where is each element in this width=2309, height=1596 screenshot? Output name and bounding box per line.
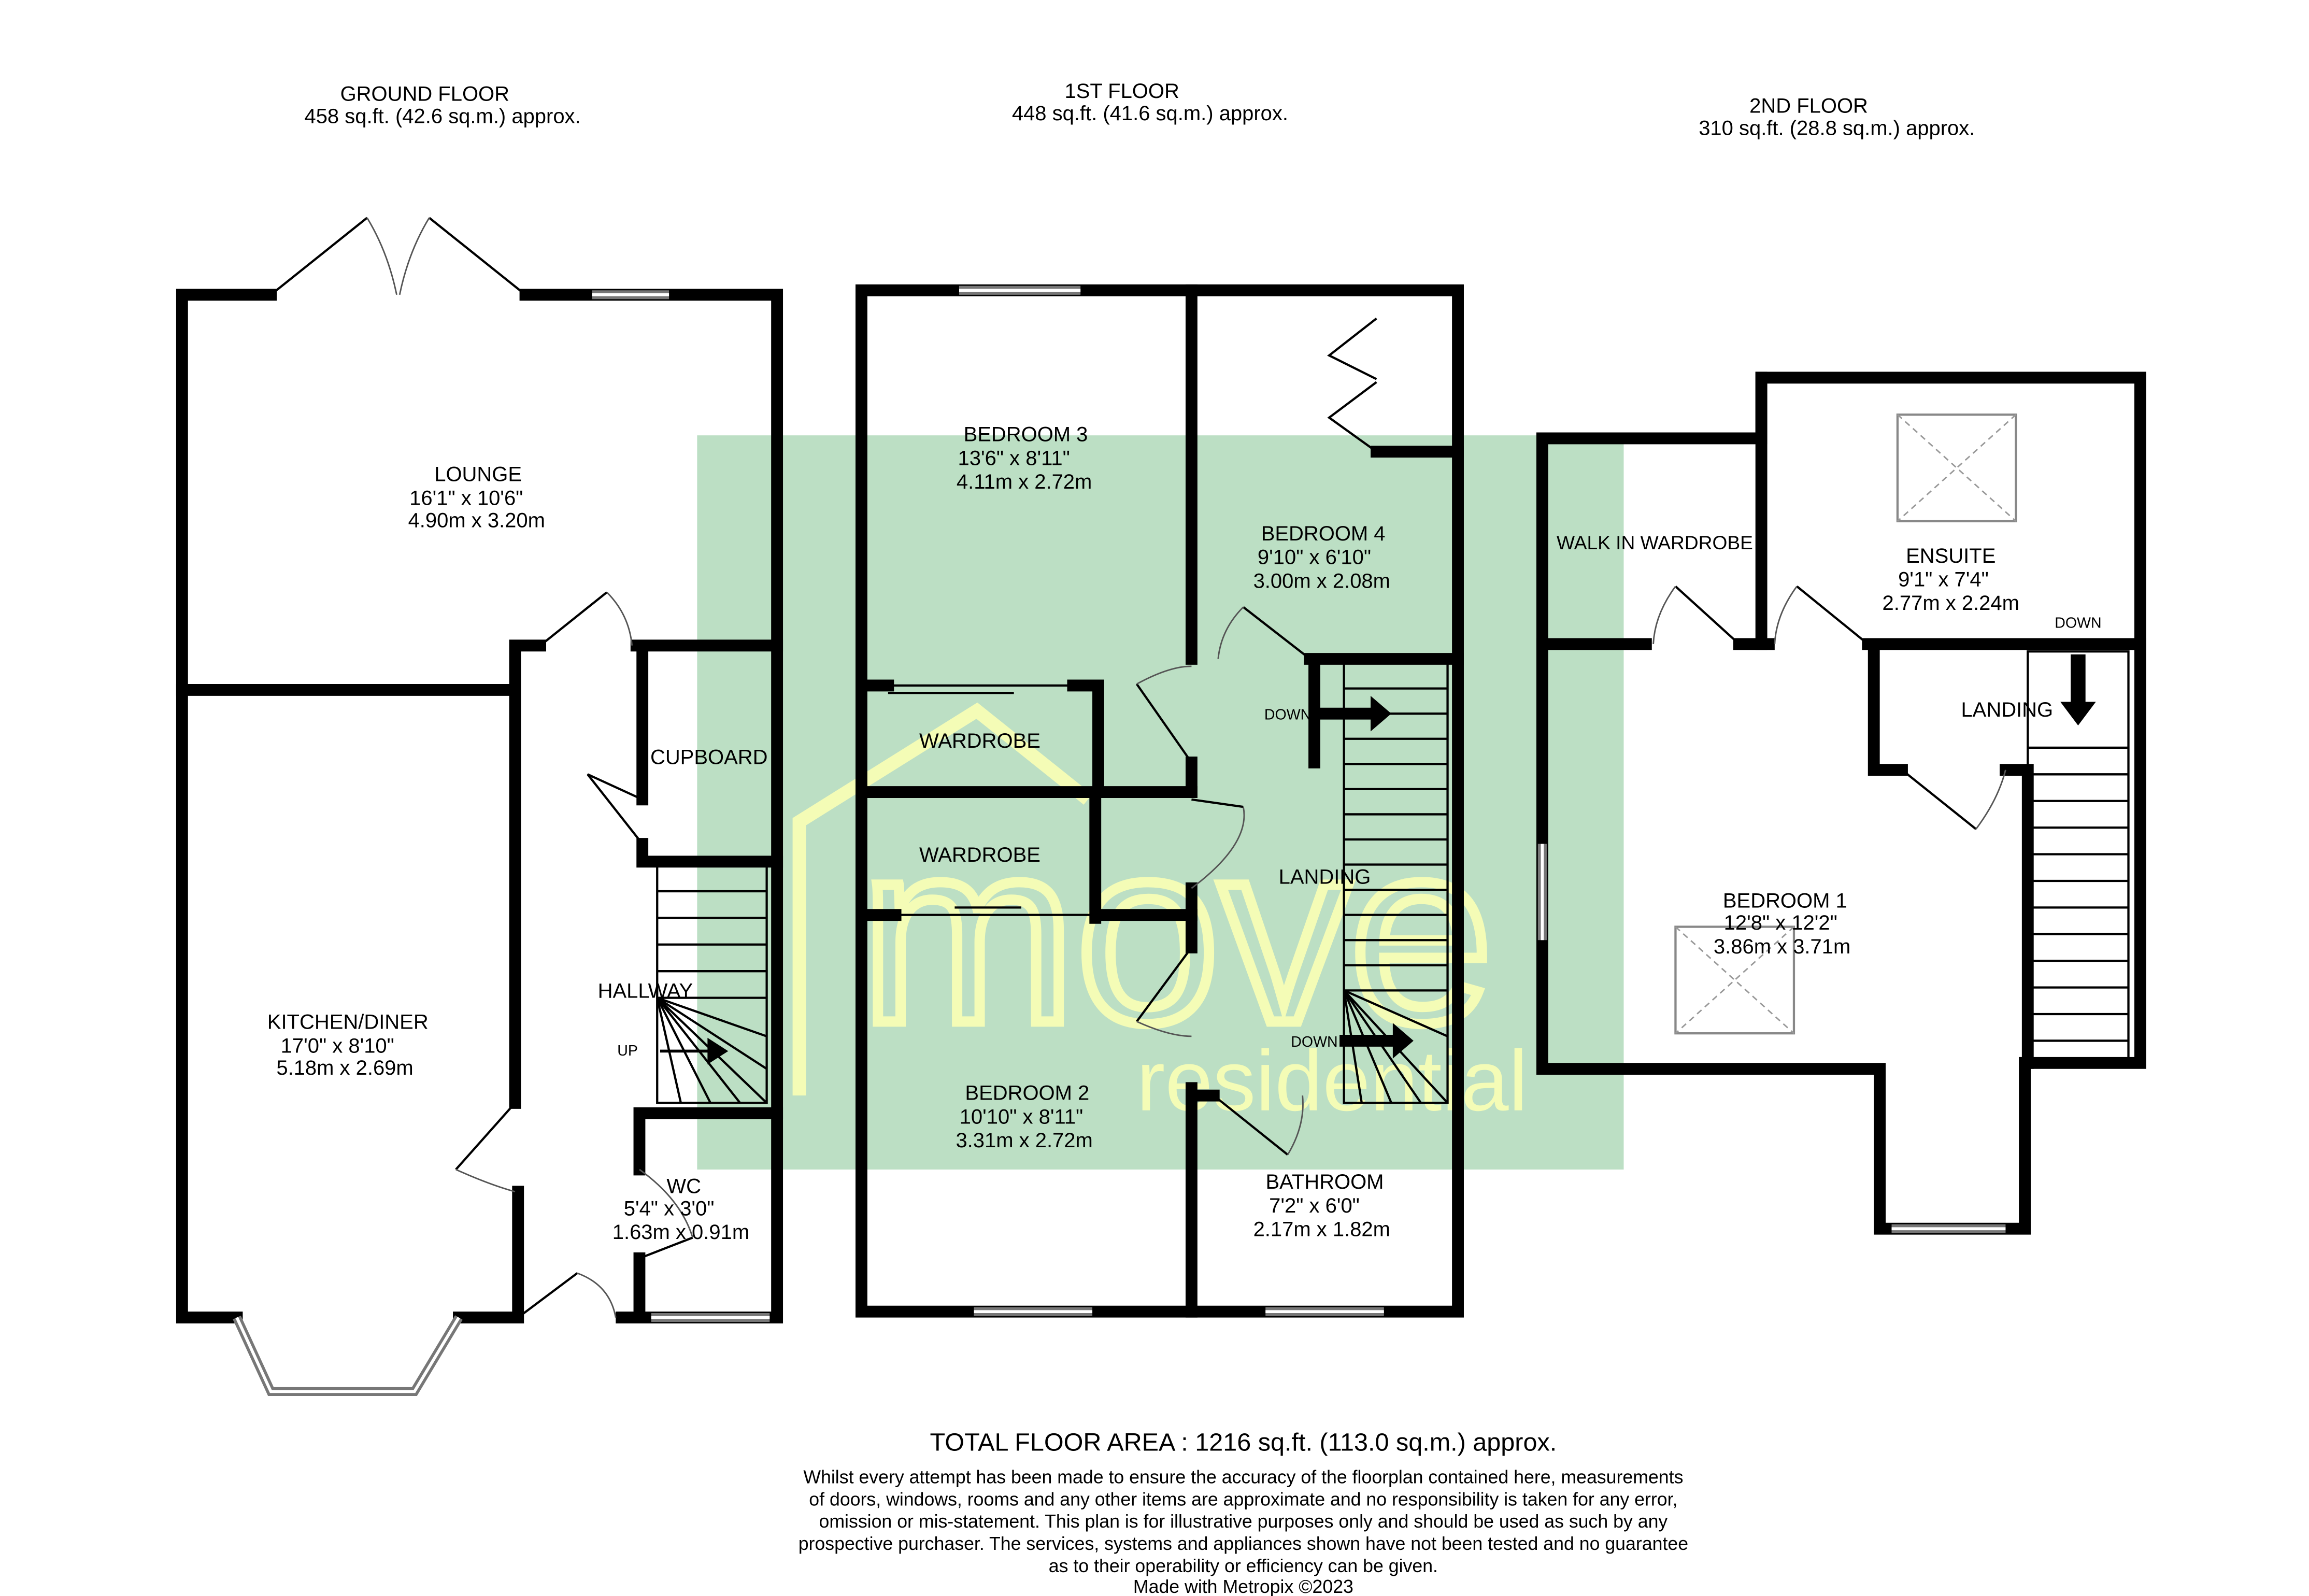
svg-text:3.31m x 2.72m: 3.31m x 2.72m	[956, 1129, 1092, 1152]
ensuite-label: ENSUITE	[1906, 545, 1996, 567]
up-arrow-icon	[660, 1037, 729, 1065]
svg-text:9'10" x 6'10": 9'10" x 6'10"	[1258, 546, 1371, 569]
svg-text:1.63m x 0.91m: 1.63m x 0.91m	[612, 1221, 749, 1244]
skylight-ensuite	[1896, 414, 2017, 522]
disclaimer-line: prospective purchaser. The services, sys…	[799, 1533, 1688, 1554]
landing-label: LANDING	[1961, 699, 2053, 721]
disclaimer-line: omission or mis-statement. This plan is …	[819, 1511, 1667, 1532]
ground-floor-labels: LOUNGE 16'1" x 10'6" 4.90m x 3.20m KITCH…	[267, 463, 768, 1244]
second-stairs	[2027, 650, 2130, 1060]
footer: TOTAL FLOOR AREA : 1216 sq.ft. (113.0 sq…	[799, 1429, 1688, 1596]
svg-text:458 sq.ft. (42.6 sq.m.) approx: 458 sq.ft. (42.6 sq.m.) approx.	[304, 105, 580, 127]
down-label: DOWN	[2055, 615, 2101, 632]
cupboard-label: CUPBOARD	[650, 746, 768, 768]
svg-text:16'1" x 10'6": 16'1" x 10'6"	[409, 487, 523, 509]
ground-floor-walls	[176, 217, 783, 1396]
floor-heading-ground: GROUND FLOOR 458 sq.ft. (42.6 sq.m.) app…	[304, 83, 580, 128]
wardrobe-label: WARDROBE	[919, 730, 1041, 752]
svg-text:2.77m x 2.24m: 2.77m x 2.24m	[1883, 592, 2019, 615]
svg-text:5.18m x 2.69m: 5.18m x 2.69m	[276, 1057, 413, 1079]
kitchen-label: KITCHEN/DINER	[267, 1011, 429, 1034]
svg-text:10'10" x 8'11": 10'10" x 8'11"	[960, 1105, 1083, 1128]
walk-in-wardrobe-label: WALK IN WARDROBE	[1557, 532, 1753, 553]
svg-text:2ND FLOOR: 2ND FLOOR	[1749, 94, 1868, 117]
down-label: DOWN	[1291, 1034, 1337, 1050]
svg-text:310 sq.ft. (28.8 sq.m.) approx: 310 sq.ft. (28.8 sq.m.) approx.	[1699, 117, 1975, 139]
skylight-bedroom1	[1674, 925, 1795, 1035]
disclaimer-line: as to their operability or efficiency ca…	[1049, 1556, 1438, 1576]
svg-text:1ST FLOOR: 1ST FLOOR	[1064, 80, 1179, 103]
down-arrow-icon	[2060, 654, 2096, 726]
bedroom4-label: BEDROOM 4	[1261, 522, 1386, 545]
wardrobe-label: WARDROBE	[919, 844, 1041, 866]
wc-label: WC	[666, 1175, 701, 1198]
bedroom1-label: BEDROOM 1	[1723, 889, 1847, 912]
svg-text:17'0" x 8'10": 17'0" x 8'10"	[281, 1034, 394, 1057]
lounge-label: LOUNGE	[434, 463, 522, 486]
svg-text:12'8" x 12'2": 12'8" x 12'2"	[1724, 911, 1837, 934]
svg-text:3.86m x 3.71m: 3.86m x 3.71m	[1714, 935, 1850, 958]
svg-text:5'4" x 3'0": 5'4" x 3'0"	[624, 1198, 715, 1220]
watermark-logo	[697, 702, 1624, 1155]
disclaimer-line: Whilst every attempt has been made to en…	[803, 1467, 1683, 1488]
second-floor-labels: WALK IN WARDROBE ENSUITE 9'1" x 7'4" 2.7…	[1557, 532, 2102, 958]
svg-text:9'1" x 7'4": 9'1" x 7'4"	[1898, 568, 1989, 591]
svg-text:448 sq.ft. (41.6 sq.m.) approx: 448 sq.ft. (41.6 sq.m.) approx.	[1012, 102, 1288, 125]
hallway-label: HALLWAY	[598, 980, 693, 1003]
bedroom2-label: BEDROOM 2	[965, 1082, 1089, 1105]
svg-text:4.90m x 3.20m: 4.90m x 3.20m	[408, 509, 545, 532]
second-floor-walls	[1536, 372, 2146, 1235]
watermark-lettering-image	[697, 740, 1624, 1155]
first-floor-walls	[856, 284, 1464, 1318]
credit: Made with Metropix ©2023	[1133, 1576, 1353, 1596]
down-label: DOWN	[1264, 707, 1311, 723]
disclaimer-line: of doors, windows, rooms and any other i…	[809, 1489, 1677, 1509]
total-floor-area: TOTAL FLOOR AREA : 1216 sq.ft. (113.0 sq…	[930, 1429, 1557, 1457]
svg-text:3.00m x 2.08m: 3.00m x 2.08m	[1253, 569, 1390, 592]
svg-text:GROUND FLOOR: GROUND FLOOR	[340, 83, 509, 106]
bathroom-label: BATHROOM	[1266, 1171, 1384, 1193]
svg-text:4.11m x 2.72m: 4.11m x 2.72m	[957, 471, 1092, 493]
floor-heading-second: 2ND FLOOR 310 sq.ft. (28.8 sq.m.) approx…	[1699, 94, 1975, 139]
bedroom3-label: BEDROOM 3	[964, 423, 1088, 446]
down-arrow-icon	[1339, 1023, 1414, 1059]
svg-text:7'2" x 6'0": 7'2" x 6'0"	[1269, 1194, 1360, 1217]
landing-label: LANDING	[1279, 866, 1371, 889]
svg-text:2.17m x 1.82m: 2.17m x 1.82m	[1253, 1218, 1390, 1241]
svg-text:13'6" x 8'11": 13'6" x 8'11"	[958, 447, 1070, 469]
up-label: UP	[617, 1043, 638, 1059]
down-arrow-icon	[1317, 695, 1392, 732]
first-floor-labels: BEDROOM 3 13'6" x 8'11" 4.11m x 2.72m BE…	[919, 423, 1390, 1241]
floor-heading-first: 1ST FLOOR 448 sq.ft. (41.6 sq.m.) approx…	[1012, 80, 1288, 125]
